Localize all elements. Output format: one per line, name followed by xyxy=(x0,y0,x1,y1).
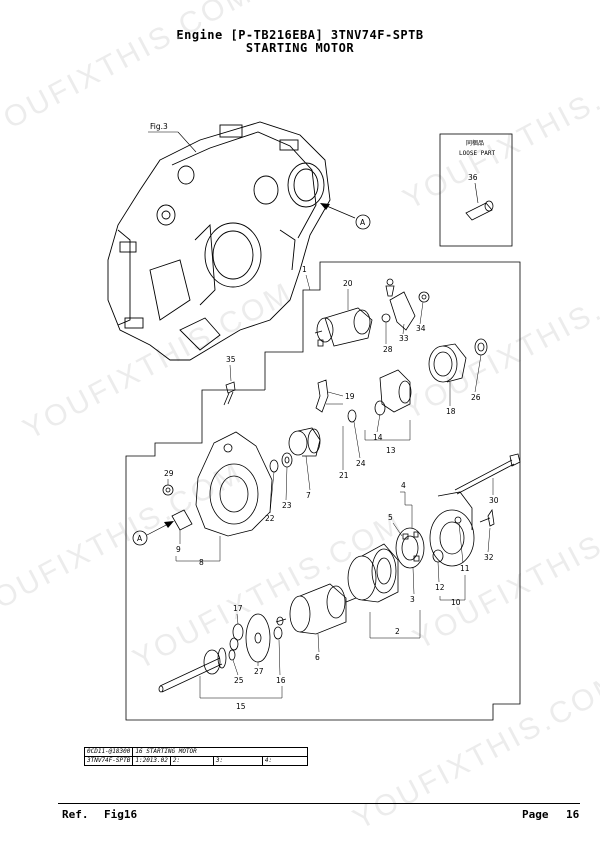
arrow-a-label-2: A xyxy=(137,534,143,543)
ring-16 xyxy=(273,626,283,640)
callout-22: 22 xyxy=(265,514,275,523)
callout-18: 18 xyxy=(446,407,456,416)
callout-2: 2 xyxy=(395,627,400,636)
footer-fig-label: Fig16 xyxy=(104,808,138,821)
footer-page-label: Page xyxy=(522,808,549,821)
armature-6 xyxy=(275,583,357,635)
callout-34: 34 xyxy=(416,324,426,333)
callout-32: 32 xyxy=(484,553,494,562)
callout-1: 1 xyxy=(302,265,307,274)
loose-part-box xyxy=(439,133,513,247)
brush-holder-5 xyxy=(395,527,425,569)
table-cell-code: 0CD11-@18300 xyxy=(83,747,134,757)
callout-9: 9 xyxy=(176,545,181,554)
gear-housing-13 xyxy=(347,369,412,423)
callout-27: 27 xyxy=(254,667,264,676)
rings-22-23 xyxy=(269,452,293,473)
arrow-head xyxy=(320,203,330,210)
bolt-35 xyxy=(223,381,236,406)
watermark-text: YOUFIXTHIS.COM xyxy=(348,666,600,836)
callout-20: 20 xyxy=(343,279,353,288)
shaft-15 xyxy=(158,647,236,693)
loose-part-label: LOOSE PART xyxy=(459,150,496,157)
callout-19: 19 xyxy=(345,392,355,401)
callout-8: 8 xyxy=(199,558,204,567)
callout-28: 28 xyxy=(383,345,393,354)
callout-10: 10 xyxy=(451,598,461,607)
callout-16: 16 xyxy=(276,676,286,685)
callout-11: 11 xyxy=(460,564,470,573)
arrow-a-circle xyxy=(355,214,371,230)
lever-19 xyxy=(315,379,329,413)
header-title: Engine [P-TB216EBA] 3TNV74F-SPTB xyxy=(176,28,424,42)
callout-3: 3 xyxy=(410,595,415,604)
loose-part-jp: 同梱品 xyxy=(466,139,484,147)
callout-12: 12 xyxy=(435,583,445,592)
watermark-text: YOUFIXTHIS.COM xyxy=(18,276,299,446)
callout-23: 23 xyxy=(282,501,292,510)
callout-24: 24 xyxy=(356,459,366,468)
callout-5: 5 xyxy=(388,513,393,522)
pinion-7 xyxy=(288,427,321,457)
arrow-a-label: A xyxy=(360,218,366,227)
watermark-text: YOUFIXTHIS.COM xyxy=(398,256,600,426)
rear-cover-10 xyxy=(429,491,495,567)
front-bracket-8 xyxy=(162,431,273,537)
footer-page-number: 16 xyxy=(566,808,580,821)
flywheel-housing xyxy=(107,121,331,361)
table-cell-rev4: 4: xyxy=(261,756,308,766)
table-cell-model: 3TNV74F-SPTB xyxy=(83,756,134,766)
callout-6: 6 xyxy=(315,653,320,662)
callout-17: 17 xyxy=(233,604,243,613)
table-cell-rev2: 2: xyxy=(169,756,214,766)
fig-reference: Fig.3 xyxy=(150,122,168,131)
solenoid-20 xyxy=(314,307,373,347)
callout-21: 21 xyxy=(339,471,349,480)
callout-29: 29 xyxy=(164,469,174,478)
callout-36: 36 xyxy=(468,173,478,182)
table-cell-title: 16 STARTING MOTOR xyxy=(132,747,308,757)
watermark-text: YOUFIXTHIS.COM xyxy=(0,0,258,146)
callout-4: 4 xyxy=(401,481,406,490)
bracket-33 xyxy=(381,278,430,331)
cap-part-36 xyxy=(465,200,494,221)
table-cell-rev3: 3: xyxy=(212,756,263,766)
title-block-table: 0CD11-@18300 16 STARTING MOTOR 3TNV74F-S… xyxy=(83,747,308,766)
callout-15: 15 xyxy=(236,702,246,711)
watermark-text: YOUFIXTHIS.COM xyxy=(0,456,248,626)
yoke-2 xyxy=(347,543,399,603)
callout-14: 14 xyxy=(373,433,383,442)
clutch-18 xyxy=(428,338,488,383)
washer-27 xyxy=(245,613,271,663)
arrow-a-circle-2 xyxy=(132,530,148,546)
through-bolt-30 xyxy=(454,453,521,495)
footer-ref-label: Ref. xyxy=(62,808,89,821)
footer-divider xyxy=(58,803,580,804)
table-cell-rev1: 1:2013.02 xyxy=(132,756,171,766)
callout-35: 35 xyxy=(226,355,236,364)
callout-30: 30 xyxy=(489,496,499,505)
callout-26: 26 xyxy=(471,393,481,402)
callout-13: 13 xyxy=(386,446,396,455)
callout-7: 7 xyxy=(306,491,311,500)
header-subtitle: STARTING MOTOR xyxy=(245,41,355,55)
callout-33: 33 xyxy=(399,334,409,343)
assembly-outline xyxy=(125,261,521,721)
watermark-text: YOUFIXTHIS.COM xyxy=(408,486,600,656)
watermark-text: YOUFIXTHIS.COM xyxy=(398,46,600,216)
callout-25: 25 xyxy=(234,676,244,685)
